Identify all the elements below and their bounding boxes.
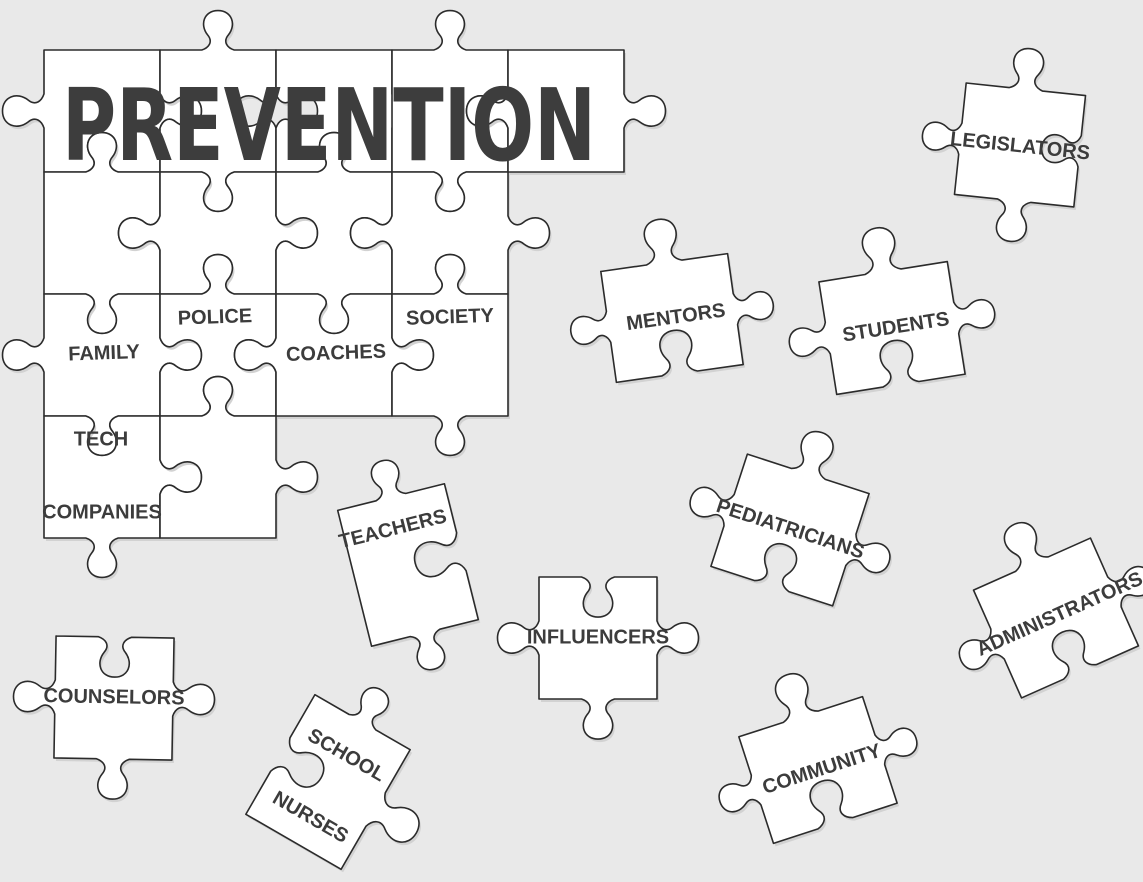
students-piece <box>789 228 994 395</box>
companies-label: COMPANIES <box>42 501 162 523</box>
society-label: SOCIETY <box>406 305 495 330</box>
family-label: FAMILY <box>68 341 141 366</box>
counselors-piece <box>13 636 214 799</box>
coaches-label: COACHES <box>286 341 387 366</box>
influencers-label: INFLUENCERS <box>527 626 669 648</box>
police-label: POLICE <box>177 305 252 330</box>
mentors-piece <box>571 219 774 382</box>
tech-label: TECH <box>74 428 128 450</box>
influencers-piece <box>498 577 699 739</box>
counselors-label: COUNSELORS <box>43 685 184 709</box>
page-title: PREVENTION <box>62 67 596 184</box>
